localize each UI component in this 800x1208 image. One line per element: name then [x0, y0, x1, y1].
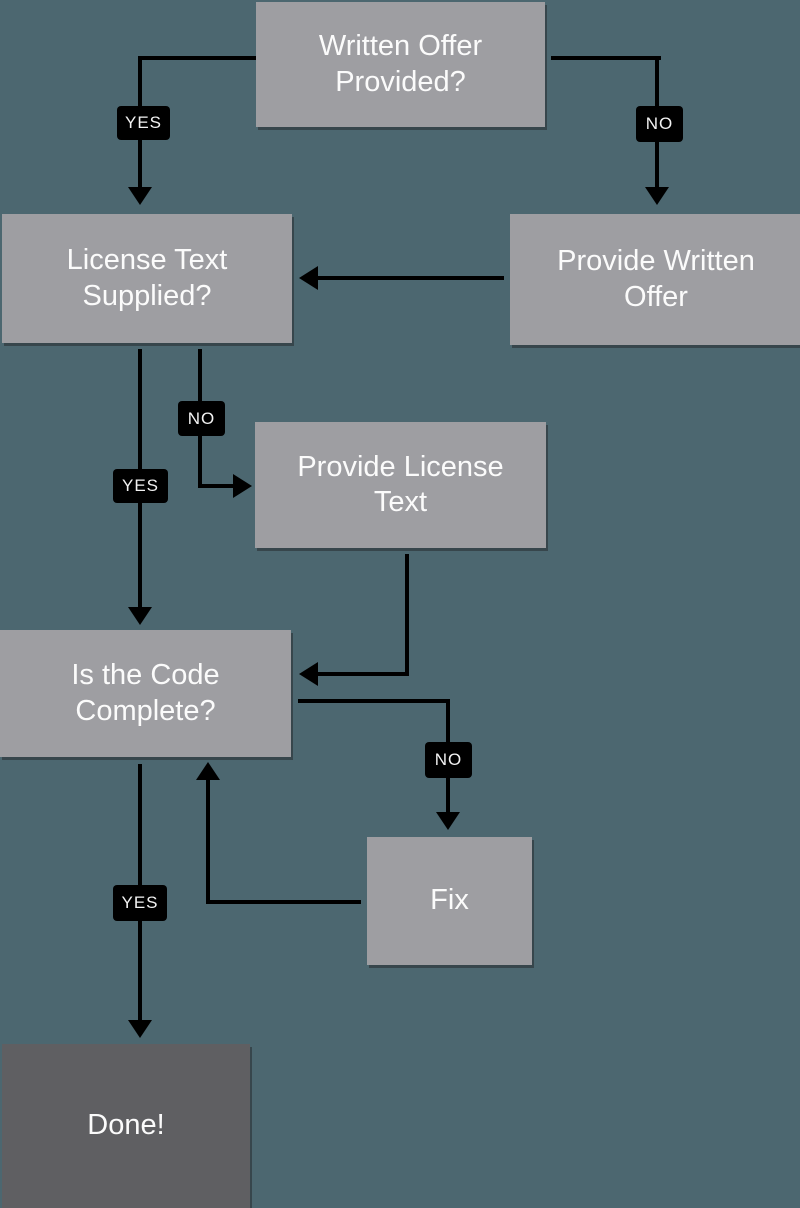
node-license-text-supplied: License Text Supplied?: [2, 214, 292, 343]
node-label: Written Offer Provided?: [318, 30, 483, 98]
node-label: Provide Written Offer: [557, 245, 755, 313]
edge-provide-offer-hline: [316, 276, 504, 280]
edge-yes-written-offer-hline: [142, 56, 256, 60]
edge-no-written-offer-hline: [551, 56, 661, 60]
node-label: Provide License Text: [297, 450, 504, 518]
edge-no-code-hline: [298, 699, 450, 703]
edge-label-no: NO: [178, 401, 225, 436]
edge-label-yes: YES: [113, 469, 168, 503]
edge-label-yes: YES: [113, 885, 167, 921]
edge-label-no: NO: [425, 742, 472, 778]
node-fix: Fix: [367, 837, 532, 965]
edge-provide-license-hline: [316, 672, 409, 676]
arrowhead-left-icon: [299, 662, 318, 686]
arrowhead-right-icon: [233, 474, 252, 498]
arrowhead-down-icon: [436, 812, 460, 830]
node-provide-written-offer: Provide Written Offer: [510, 214, 800, 345]
arrowhead-down-icon: [128, 1020, 152, 1038]
edge-fix-loop-vline: [206, 779, 210, 904]
edge-no-license-hline: [198, 484, 235, 488]
arrowhead-up-icon: [196, 762, 220, 780]
node-provide-license-text: Provide License Text: [255, 422, 546, 548]
node-label: Fix: [430, 884, 469, 917]
edge-provide-license-vline: [405, 554, 409, 676]
arrowhead-down-icon: [128, 187, 152, 205]
edge-label-yes: YES: [117, 106, 170, 140]
arrowhead-left-icon: [299, 266, 318, 290]
node-written-offer-provided: Written Offer Provided?: [256, 2, 545, 127]
edge-fix-loop-hline: [210, 900, 361, 904]
node-is-code-complete: Is the Code Complete?: [0, 630, 291, 757]
edge-label-no: NO: [636, 106, 683, 142]
node-label: Is the Code Complete?: [71, 659, 220, 727]
node-label: Done!: [87, 1109, 165, 1142]
arrowhead-down-icon: [645, 187, 669, 205]
arrowhead-down-icon: [128, 607, 152, 625]
node-label: License Text Supplied?: [66, 244, 228, 312]
node-done: Done!: [2, 1044, 250, 1208]
